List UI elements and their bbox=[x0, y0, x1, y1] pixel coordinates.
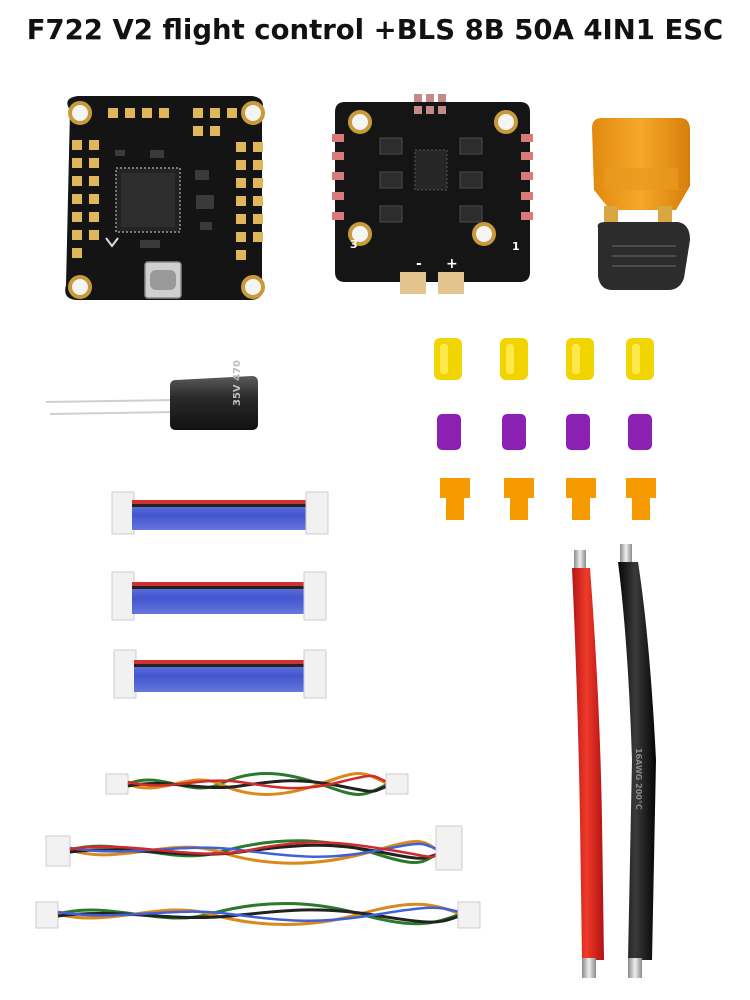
flight-controller-board bbox=[65, 96, 265, 300]
electrolytic-capacitor: 35V 470 bbox=[45, 360, 258, 430]
esc-minus-label: - bbox=[416, 256, 422, 272]
capacitor-marking: 35V 470 bbox=[232, 360, 243, 406]
esc-plus-label: + bbox=[446, 256, 458, 272]
page-title: F722 V2 flight control +BLS 8B 50A 4IN1 … bbox=[26, 14, 724, 46]
black-power-wire: 16AWG 200°C bbox=[618, 544, 656, 978]
wire-marking: 16AWG 200°C bbox=[634, 748, 643, 810]
twisted-cable bbox=[35, 901, 481, 929]
twisted-cable bbox=[45, 825, 463, 871]
red-power-wire bbox=[572, 550, 604, 978]
twisted-cable bbox=[105, 772, 409, 796]
orange-grommets bbox=[440, 478, 656, 520]
4in1-esc-board: 3 1 - + bbox=[332, 94, 533, 294]
purple-grommets bbox=[437, 414, 652, 450]
esc-corner-label: 1 bbox=[512, 240, 520, 253]
ribbon-cable bbox=[113, 649, 327, 699]
ribbon-cable bbox=[111, 571, 327, 621]
yellow-grommets bbox=[434, 338, 654, 380]
xt60-connector bbox=[592, 118, 690, 290]
esc-corner-label: 3 bbox=[350, 238, 358, 251]
ribbon-cable bbox=[111, 491, 329, 535]
